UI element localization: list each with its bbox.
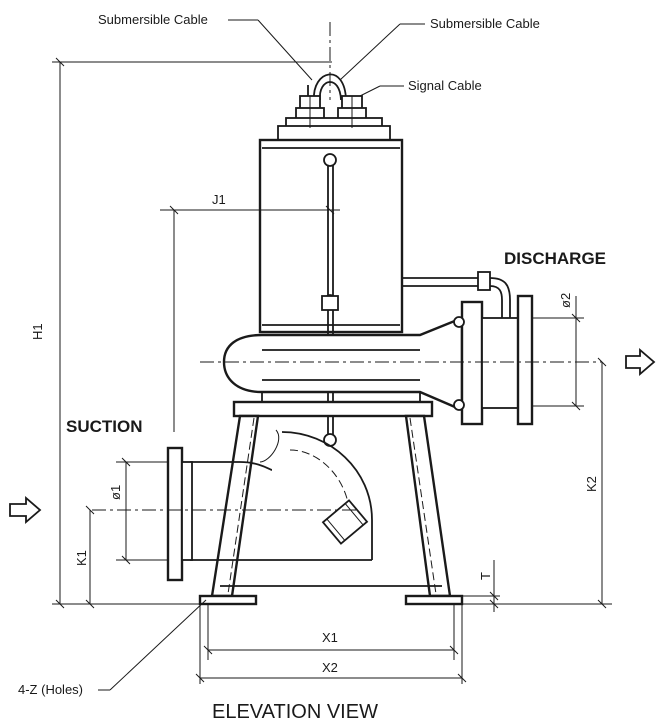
label-suction: SUCTION [66, 417, 143, 436]
dim-t: T [478, 572, 493, 580]
suction-elbow [190, 429, 373, 561]
suction-arrow-icon [9, 496, 42, 524]
dim-phi2: ø2 [558, 293, 573, 308]
dim-x1: X1 [322, 630, 338, 645]
label-holes: 4-Z (Holes) [18, 682, 83, 697]
dimensions: H1 J1 ø1 K1 ø2 K2 [30, 57, 612, 684]
discharge-arrow-icon [625, 348, 656, 376]
cable-leaders [228, 19, 425, 101]
cable-glands [277, 95, 391, 141]
holes-callout [98, 599, 207, 691]
suction-flange [92, 446, 360, 582]
drawing-title: ELEVATION VIEW [212, 701, 378, 723]
dim-k1: K1 [74, 550, 89, 566]
dim-phi1: ø1 [108, 485, 123, 500]
label-signal-cable: Signal Cable [408, 78, 482, 93]
dim-h1: H1 [30, 323, 45, 340]
dim-k2: K2 [584, 476, 599, 492]
cables [307, 22, 347, 101]
cooling-pipe [402, 271, 511, 318]
label-submersible-cable-right: Submersible Cable [430, 16, 540, 31]
base-frame [198, 400, 464, 606]
pump-volute [222, 316, 464, 412]
dim-j1: J1 [212, 192, 226, 207]
motor-housing [258, 138, 404, 447]
dim-x2: X2 [322, 660, 338, 675]
discharge-flange [200, 294, 602, 426]
label-discharge: DISCHARGE [504, 249, 606, 268]
label-submersible-cable-left: Submersible Cable [98, 12, 208, 27]
